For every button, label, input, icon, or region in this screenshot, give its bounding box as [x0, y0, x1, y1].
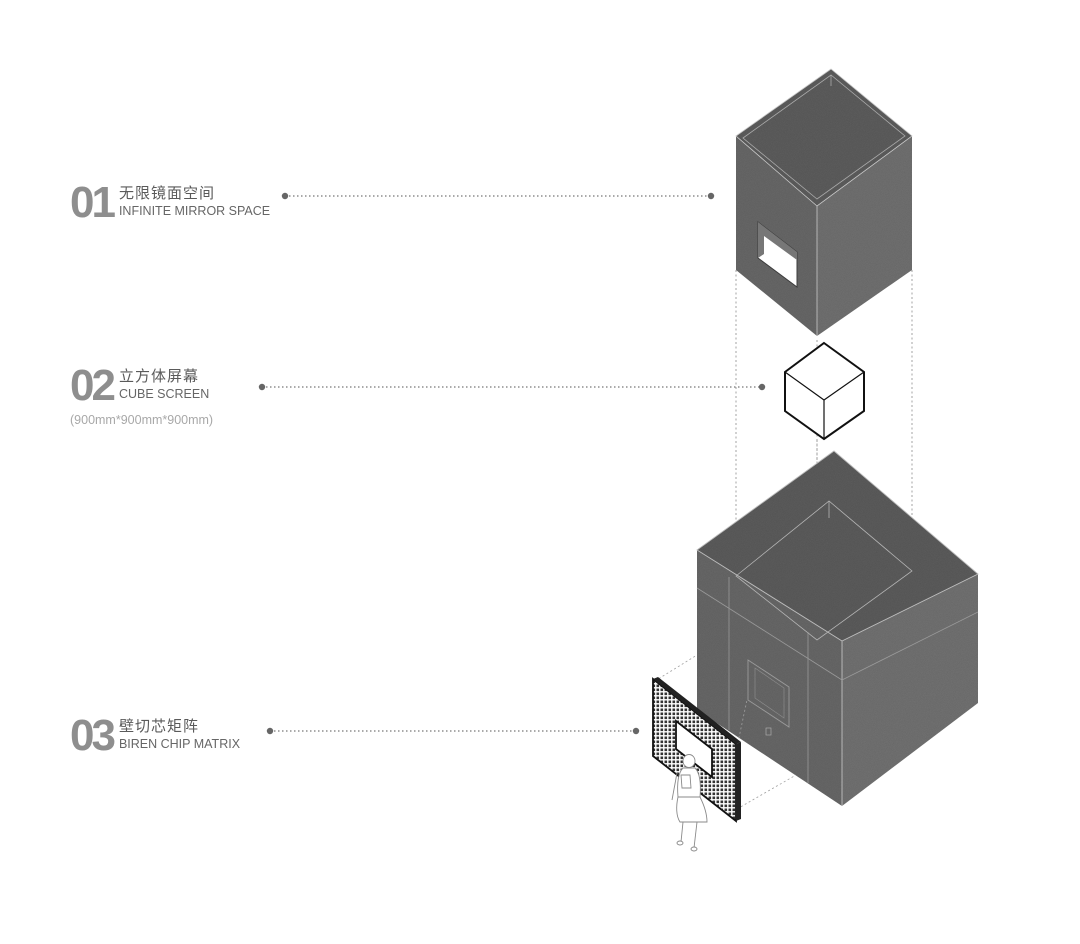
label-03: 03 壁切芯矩阵 BIREN CHIP MATRIX [70, 711, 241, 760]
chip-matrix-guides [654, 654, 797, 810]
label-02-number: 02 [70, 361, 116, 410]
label-02: 02 立方体屏幕 CUBE SCREEN [70, 361, 210, 410]
label-01: 01 无限镜面空间 INFINITE MIRROR SPACE [70, 178, 271, 227]
biren-chip-matrix-panel [652, 677, 741, 823]
label-01-number: 01 [70, 178, 116, 227]
leader-line-03 [266, 727, 640, 735]
leader-line-02 [258, 383, 766, 391]
cube-screen [784, 341, 865, 441]
label-03-chinese: 壁切芯矩阵 [118, 717, 199, 735]
label-02-chinese: 立方体屏幕 [118, 367, 199, 385]
infinite-mirror-space-volume [735, 68, 913, 336]
label-02-dimensions: (900mm*900mm*900mm) [70, 413, 214, 427]
human-figure-icon [671, 754, 708, 852]
leader-line-01 [281, 192, 715, 200]
label-01-chinese: 无限镜面空间 [118, 184, 215, 202]
label-03-english: BIREN CHIP MATRIX [118, 737, 241, 751]
main-cube-volume [696, 450, 979, 806]
label-02-english: CUBE SCREEN [118, 387, 210, 401]
label-03-number: 03 [70, 711, 116, 760]
label-01-english: INFINITE MIRROR SPACE [118, 204, 271, 218]
